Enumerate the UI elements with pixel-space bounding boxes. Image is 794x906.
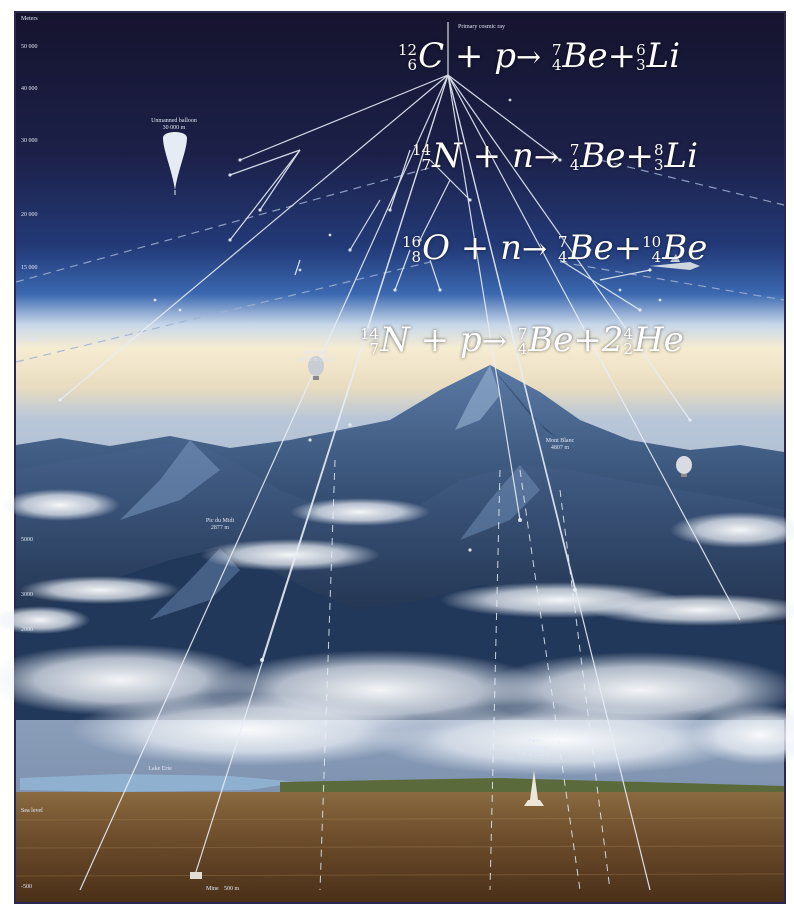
altitude-tick: 40 000 xyxy=(21,86,38,92)
eiffel-tower-icon xyxy=(524,770,544,806)
mine-marker-icon xyxy=(190,872,202,879)
balloon-altitude: 30 000 m xyxy=(162,125,186,131)
primary-ray-label: Primary cosmic ray xyxy=(458,24,505,30)
tower-altitude: 300 m (1910) xyxy=(517,752,551,758)
altitude-tick: 30 000 xyxy=(21,138,38,144)
eq3-particle: n xyxy=(500,228,522,268)
eq4-particle: p xyxy=(459,320,482,360)
altitude-tick: 5000 xyxy=(21,537,33,543)
mont-blanc-altitude: 4807 m xyxy=(550,445,570,451)
lake-label: Lake Erie xyxy=(148,766,172,772)
altitude-axis-title: Meters xyxy=(21,16,38,22)
right-balloon-icon xyxy=(676,456,692,477)
mine-label: Mine xyxy=(206,886,219,892)
altitude-tick: Sea level xyxy=(21,808,43,814)
mine-depth: 500 m xyxy=(224,886,240,892)
cloud-bank xyxy=(0,489,794,776)
ground xyxy=(16,792,784,902)
unmanned-balloon-icon xyxy=(163,132,187,195)
altitude-tick: 2000 xyxy=(21,627,33,633)
altitude-tick: 20 000 xyxy=(21,212,38,218)
eq2-particle: n xyxy=(511,136,534,176)
shower-tracks xyxy=(59,22,741,891)
altitude-tick: -500 xyxy=(21,884,32,890)
mont-blanc-label: Mont Blanc xyxy=(545,438,575,444)
tower-label-2: Eiffel Tower xyxy=(518,745,550,751)
airplane-icon xyxy=(650,254,700,270)
pic-du-midi-altitude: 2877 m xyxy=(210,525,230,531)
lake xyxy=(20,774,300,792)
airplane-altitude: 10000 m (1920) xyxy=(296,357,336,363)
eq1-particle: p xyxy=(494,36,516,76)
airplane-label: Kittihawk xyxy=(304,350,328,356)
altitude-tick: 3000 xyxy=(21,592,33,598)
pic-du-midi-label: Pic du Midi xyxy=(205,518,235,524)
altitude-tick: 50 000 xyxy=(21,44,38,50)
tower-label-1: Paris xyxy=(528,738,540,744)
altitude-tick: 10 000 xyxy=(21,337,38,343)
balloon-label: Unmanned balloon xyxy=(151,118,197,124)
manned-balloon-icon xyxy=(308,356,324,380)
altitude-tick: 15 000 xyxy=(21,265,38,271)
